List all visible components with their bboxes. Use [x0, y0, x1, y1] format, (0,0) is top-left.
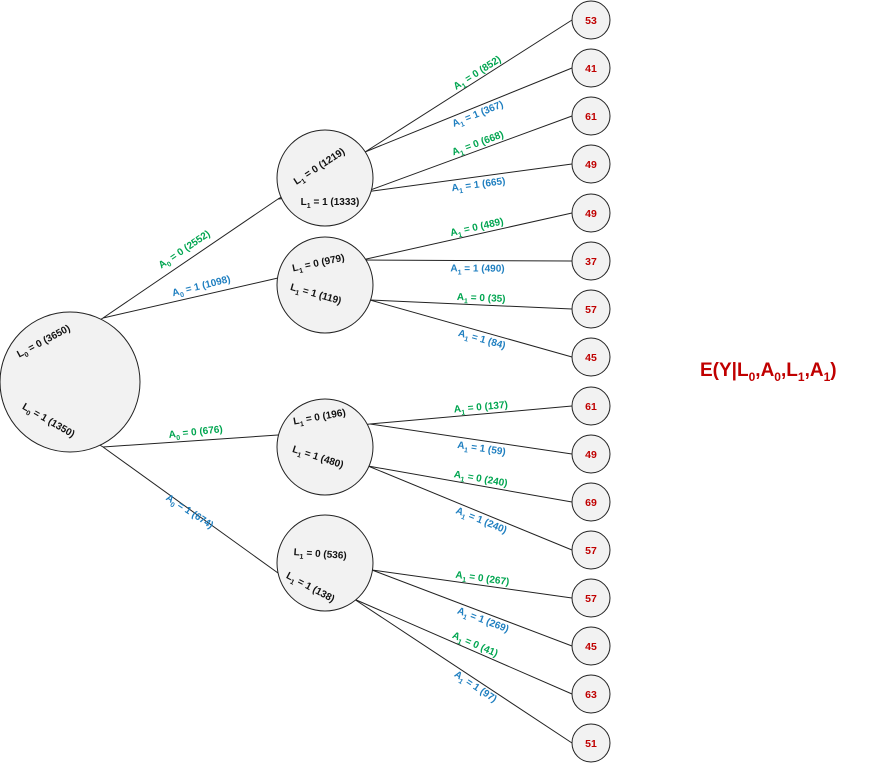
- leaf-value-7: 45: [585, 352, 597, 364]
- a1-branch-15: [353, 598, 573, 744]
- leaf-node-14: [571, 674, 611, 714]
- a1-branch-12: [371, 569, 573, 599]
- leaf-value-11: 57: [585, 545, 597, 557]
- leaf-value-0: 53: [585, 15, 597, 27]
- leaf-value-5: 37: [585, 256, 597, 268]
- leaf-node-5: [571, 241, 611, 281]
- leaf-node-8: [571, 386, 611, 426]
- leaf-value-3: 49: [585, 159, 597, 171]
- a1-label-6: A1 = 0 (35): [457, 292, 506, 307]
- a1-label-11: A1 = 1 (240): [453, 505, 508, 538]
- a1-label-2: A1 = 0 (668): [451, 129, 506, 160]
- a1-branch-4: [361, 212, 573, 261]
- a1-label-5: A1 = 1 (490): [450, 263, 504, 276]
- leaf-node-10: [571, 482, 611, 522]
- leaf-node-15: [571, 723, 611, 763]
- leaf-value-2: 61: [585, 111, 597, 123]
- l1-1-label-0: L1 = 1 (1333): [301, 197, 360, 210]
- a1-branch-1: [364, 67, 573, 153]
- leaf-nodes: 53 41 61 49 49 37 57 45 61 49 69 57 57 45 63 51: [571, 0, 611, 763]
- a1-label-4: A1 = 0 (489): [449, 216, 505, 241]
- leaf-node-13: [571, 626, 611, 666]
- leaf-node-6: [571, 289, 611, 329]
- a0-label-1: A0 = 1 (1098): [171, 274, 232, 301]
- l1-0-label-3: L1 = 0 (536): [293, 547, 347, 564]
- l1-node-3: [276, 514, 374, 612]
- a0-branch-3: [102, 446, 279, 574]
- a1-branch-9: [369, 423, 573, 455]
- leaf-node-11: [571, 530, 611, 570]
- leaf-value-15: 51: [585, 738, 597, 750]
- a1-branch-14: [353, 598, 573, 695]
- leaf-value-6: 57: [585, 304, 597, 316]
- leaf-value-8: 61: [585, 401, 597, 413]
- l1-node-0: [276, 129, 374, 227]
- leaf-node-1: [571, 48, 611, 88]
- tree-nodes: 53 41 61 49 49 37 57 45 61 49 69 57 57 45 63 51: [0, 0, 611, 763]
- leaf-node-7: [571, 337, 611, 377]
- a1-label-9: A1 = 1 (59): [456, 440, 506, 460]
- a0-branch-1: [102, 277, 279, 319]
- a1-branch-10: [367, 465, 573, 503]
- leaf-node-4: [571, 193, 611, 233]
- a1-branch-0: [364, 19, 573, 153]
- a1-label-13: A1 = 1 (269): [455, 606, 510, 637]
- a1-branch-3: [364, 163, 573, 193]
- leaf-node-12: [571, 578, 611, 618]
- l1-node-2: [276, 398, 374, 496]
- a0-label-0: A0 = 0 (2552): [157, 229, 214, 273]
- leaf-value-13: 45: [585, 641, 597, 653]
- a1-label-12: A1 = 0 (267): [454, 570, 510, 590]
- leaf-node-3: [571, 144, 611, 184]
- a1-branch-11: [367, 465, 573, 551]
- leaf-value-10: 69: [585, 497, 597, 509]
- leaf-node-9: [571, 434, 611, 474]
- leaf-value-12: 57: [585, 593, 597, 605]
- l1-node-1: [276, 236, 374, 334]
- a0-branch-0: [102, 198, 279, 319]
- leaf-node-0: [571, 0, 611, 40]
- a1-branch-6: [369, 299, 573, 310]
- a1-branch-13: [371, 569, 573, 647]
- a0-branch-2: [102, 434, 279, 448]
- a1-branch-7: [369, 299, 573, 358]
- a1-branch-8: [369, 405, 573, 425]
- outcome-title: E(Y|L0,A0,L1,A1): [700, 360, 837, 384]
- a1-label-8: A1 = 0 (137): [453, 400, 508, 418]
- root-node: [0, 311, 141, 453]
- leaf-value-9: 49: [585, 449, 597, 461]
- a1-label-14: A1 = 0 (41): [450, 630, 500, 661]
- leaf-value-4: 49: [585, 208, 597, 220]
- leaf-value-14: 63: [585, 689, 597, 701]
- a1-label-1: A1 = 1 (367): [451, 99, 506, 131]
- a1-branch-2: [364, 115, 573, 193]
- a1-branch-5: [361, 259, 573, 262]
- leaf-node-2: [571, 96, 611, 136]
- a1-label-15: A1 = 1 (97): [451, 669, 499, 707]
- a0-label-2: A0 = 0 (676): [168, 424, 223, 443]
- a0-label-3: A0 = 1 (674): [163, 493, 216, 533]
- leaf-value-1: 41: [585, 63, 597, 75]
- a1-label-0: A1 = 0 (852): [452, 54, 505, 94]
- a1-label-10: A1 = 0 (240): [453, 469, 509, 491]
